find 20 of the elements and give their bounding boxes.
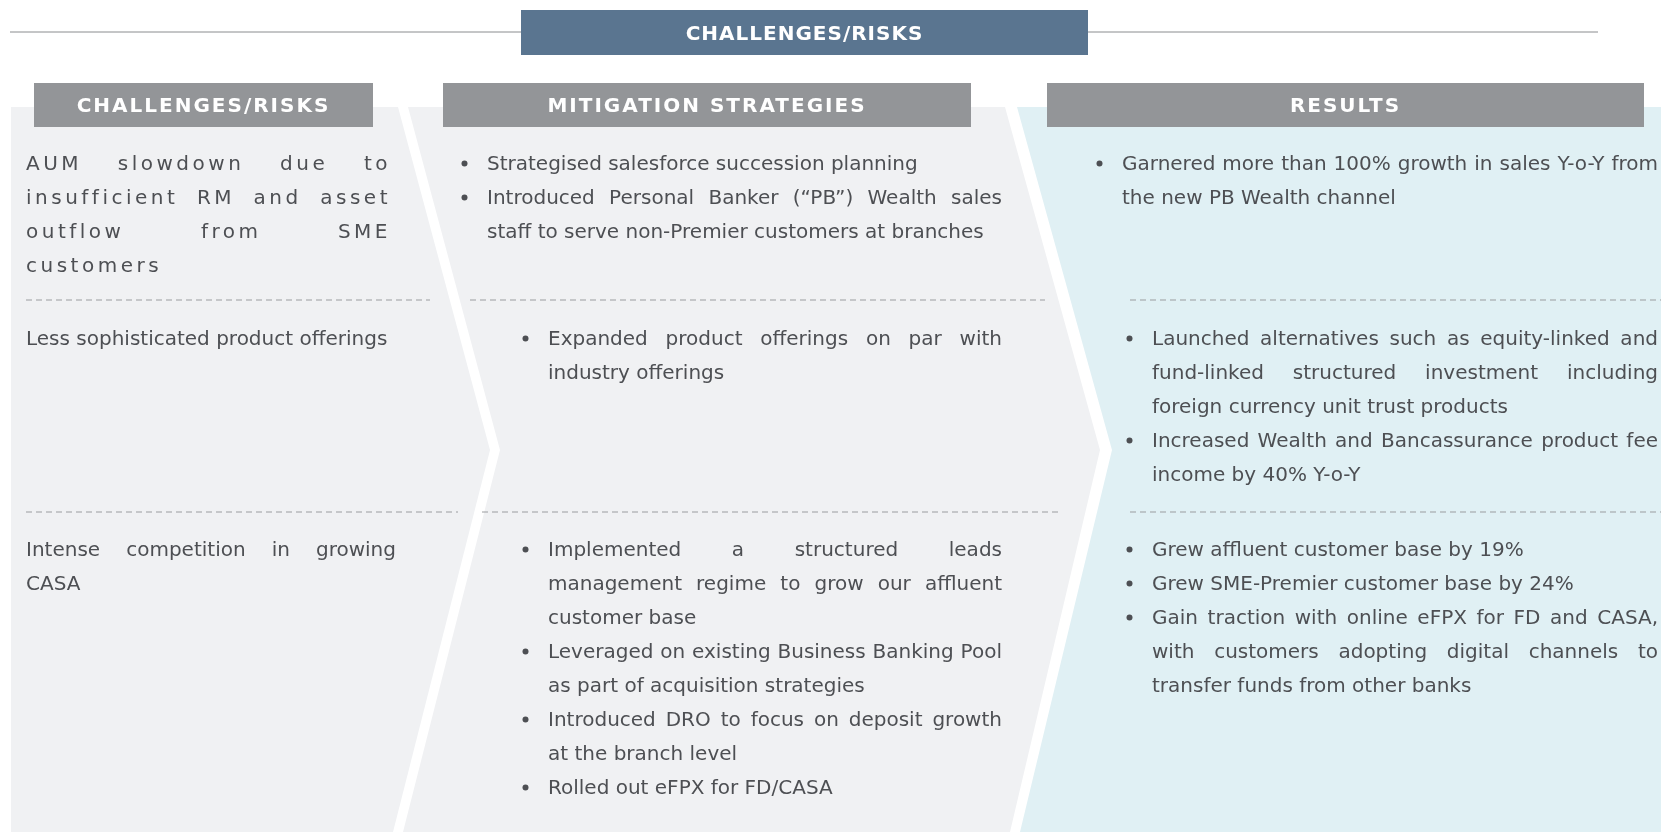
bullet-text: Grew affluent customer base by 19% bbox=[1152, 536, 1525, 563]
bullet-text: Increased Wealth and Bancassurance product fee income by 40% Y-o-Y bbox=[1152, 427, 1658, 488]
bullet-text: Introduced DRO to focus on deposit growth at the branch level bbox=[548, 706, 1002, 767]
body-text: AUM slowdown due to insufficient RM and asset outflow from SME customers bbox=[26, 150, 391, 279]
bullet-text: Launched alternatives such as equity-linked and fund-linked structured investment including foreign currency unit trust products bbox=[1152, 325, 1658, 420]
bullet-text: Introduced Personal Banker (“PB”) Wealth sales staff to serve non-Premier customers at branches bbox=[487, 184, 1002, 245]
column-header: RESULTS bbox=[1047, 83, 1644, 127]
bullet-text: Leveraged on existing Business Banking Pool as part of acquisition strategies bbox=[548, 638, 1002, 699]
bullet-text: Rolled out eFPX for FD/CASA bbox=[548, 774, 834, 801]
bullet-text: Implemented a structured leads management regime to grow our affluent customer base bbox=[548, 536, 1002, 631]
body-text: Less sophisticated product offerings bbox=[26, 325, 389, 352]
body-text: Intense competition in growing CASA bbox=[26, 536, 396, 597]
column-header: CHALLENGES/RISKS bbox=[34, 83, 373, 127]
bullet-text: Gain traction with online eFPX for FD and CASA, with customers adopting digital channels to transfer funds from other banks bbox=[1152, 604, 1658, 699]
title-banner: CHALLENGES/RISKS bbox=[521, 10, 1088, 55]
bullet-text: Strategised salesforce succession planning bbox=[487, 150, 919, 177]
bullet-text: Expanded product offerings on par with industry offerings bbox=[548, 325, 1002, 386]
bullet-text: Grew SME-Premier customer base by 24% bbox=[1152, 570, 1575, 597]
column-header: MITIGATION STRATEGIES bbox=[443, 83, 971, 127]
bullet-text: Garnered more than 100% growth in sales Y-o-Y from the new PB Wealth channel bbox=[1122, 150, 1658, 211]
